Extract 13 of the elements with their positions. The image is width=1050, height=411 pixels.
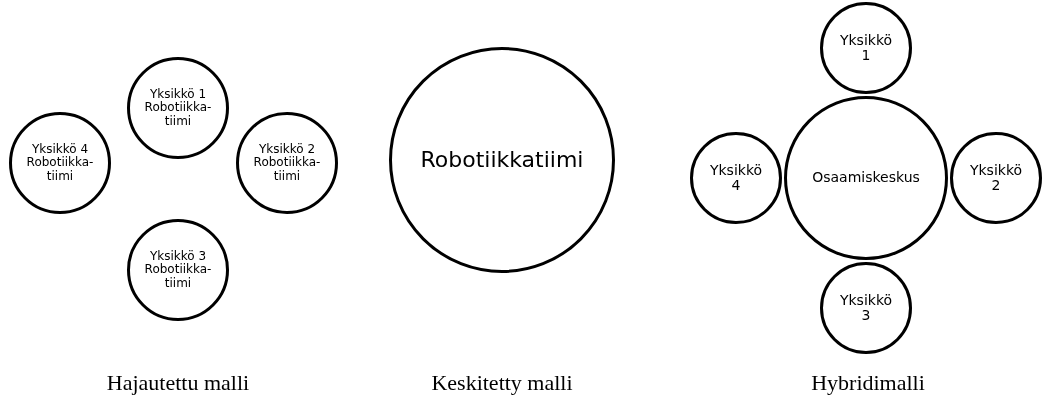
node-label: Yksikkö 3 Robotiikka- tiimi: [143, 250, 213, 290]
node-label: Yksikkö 4 Robotiikka- tiimi: [25, 143, 95, 183]
model-caption: Keskitetty malli: [431, 370, 573, 396]
node-label: Osaamiskeskus: [812, 170, 920, 186]
node-label: Yksikkö 2 Robotiikka- tiimi: [252, 143, 322, 183]
node-label: Robotiikkatiimi: [420, 147, 584, 173]
node-label: Yksikkö 2: [968, 162, 1024, 194]
model-caption: Hajautettu malli: [106, 370, 250, 396]
model-caption: Hybridimalli: [811, 370, 925, 396]
node-label: Yksikkö 4: [708, 162, 764, 194]
node-label: Yksikkö 3: [838, 292, 894, 324]
node-label: Yksikkö 1: [838, 32, 894, 64]
node-label: Yksikkö 1 Robotiikka- tiimi: [143, 88, 213, 128]
